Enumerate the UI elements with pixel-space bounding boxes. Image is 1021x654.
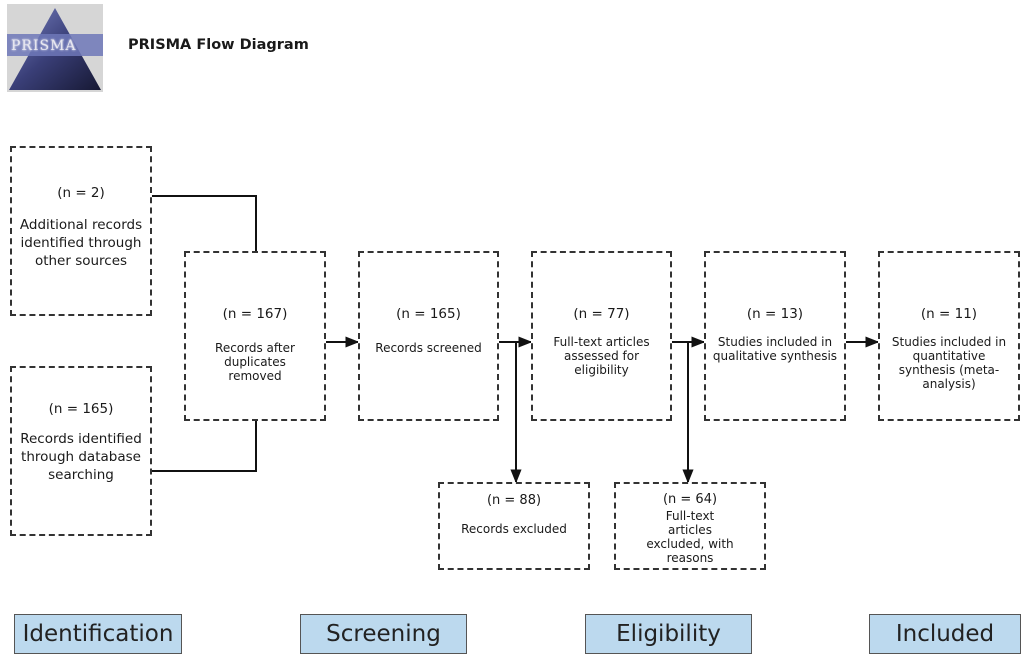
connector-additional-to-dedup xyxy=(152,195,257,251)
count-after-duplicates: (n = 167) xyxy=(222,306,288,322)
box-fulltext-assessed: (n = 77) Full-text articles assessed for… xyxy=(531,251,672,421)
stage-identification: Identification xyxy=(14,614,182,654)
box-database-records: (n = 165) Records identified through dat… xyxy=(10,366,152,536)
count-fulltext-excluded: (n = 64) xyxy=(662,492,718,507)
count-qualitative-synthesis: (n = 13) xyxy=(746,306,804,322)
box-records-excluded: (n = 88) Records excluded xyxy=(438,482,590,570)
box-qualitative-synthesis: (n = 13) Studies included in qualitative… xyxy=(704,251,846,421)
connector-database-to-dedup xyxy=(152,421,257,472)
prisma-logo: PRISMA xyxy=(7,4,103,92)
diagram-title: PRISMA Flow Diagram xyxy=(128,37,309,53)
label-records-excluded: Records excluded xyxy=(461,522,567,536)
count-database-records: (n = 165) xyxy=(48,401,114,417)
label-fulltext-assessed: Full-text articles assessed for eligibil… xyxy=(553,335,650,377)
count-additional-records: (n = 2) xyxy=(57,185,105,201)
count-fulltext-assessed: (n = 77) xyxy=(573,306,630,322)
box-after-duplicates: (n = 167) Records after duplicates remov… xyxy=(184,251,326,421)
label-database-records: Records identified through database sear… xyxy=(20,431,142,483)
stage-included: Included xyxy=(869,614,1021,654)
label-fulltext-excluded: Full-text articles excluded, with reason… xyxy=(646,509,734,565)
label-records-screened: Records screened xyxy=(375,341,482,355)
count-quantitative-synthesis: (n = 11) xyxy=(920,306,978,322)
label-additional-records: Additional records identified through ot… xyxy=(19,217,143,269)
pyramid-icon xyxy=(7,4,103,92)
label-qualitative-synthesis: Studies included in qualitative synthesi… xyxy=(712,335,838,363)
stage-eligibility: Eligibility xyxy=(585,614,752,654)
box-quantitative-synthesis: (n = 11) Studies included in quantitativ… xyxy=(878,251,1020,421)
label-after-duplicates: Records after duplicates removed xyxy=(215,341,295,383)
box-fulltext-excluded: (n = 64) Full-text articles excluded, wi… xyxy=(614,482,766,570)
count-records-screened: (n = 165) xyxy=(396,306,461,322)
label-quantitative-synthesis: Studies included in quantitative synthes… xyxy=(891,335,1007,391)
count-records-excluded: (n = 88) xyxy=(486,493,542,508)
box-additional-records: (n = 2) Additional records identified th… xyxy=(10,146,152,316)
logo-word: PRISMA xyxy=(11,38,77,54)
stage-screening: Screening xyxy=(300,614,467,654)
box-records-screened: (n = 165) Records screened xyxy=(358,251,499,421)
